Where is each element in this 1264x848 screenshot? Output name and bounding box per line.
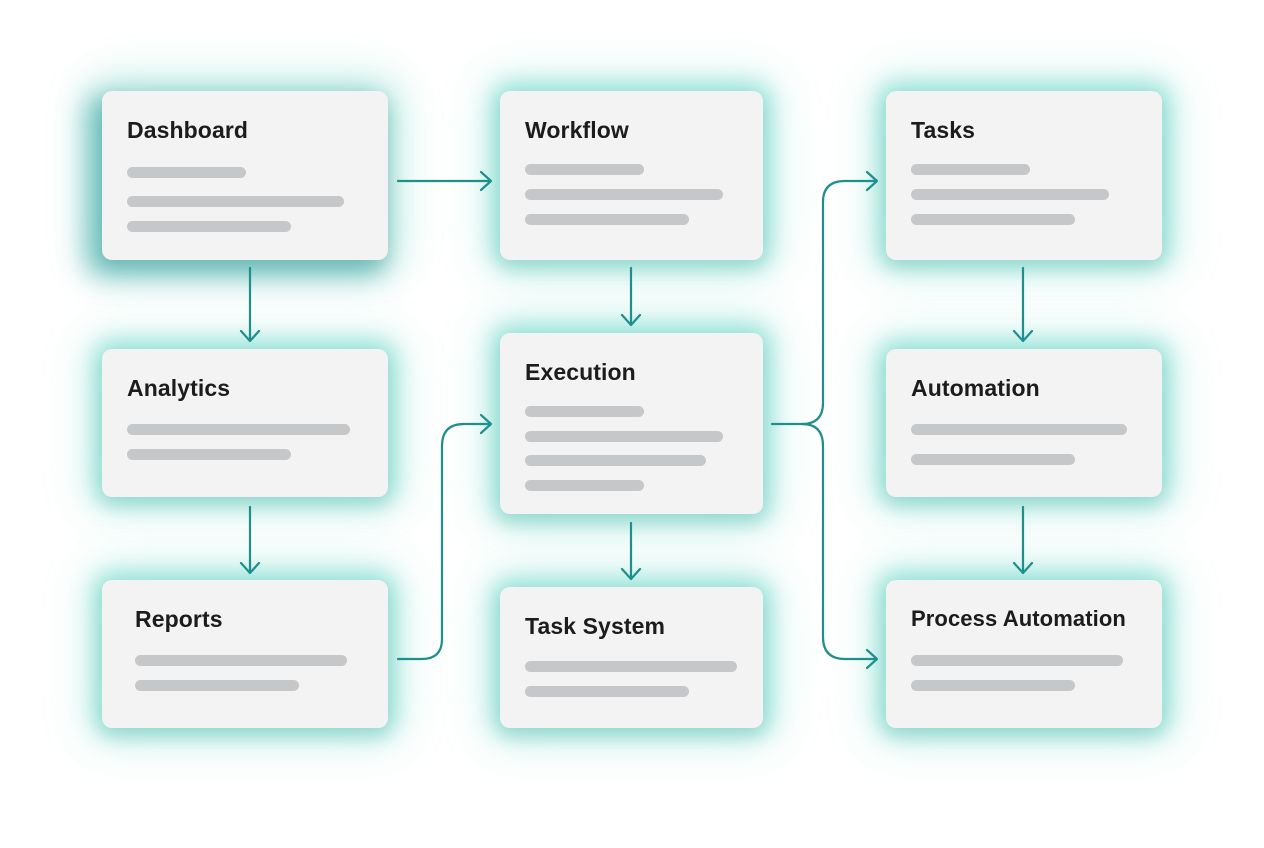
placeholder-line <box>127 167 246 178</box>
arrowhead-icon <box>239 329 261 343</box>
connector-execution-processautomation <box>800 422 878 661</box>
arrowhead-icon <box>865 648 879 670</box>
placeholder-line <box>525 686 689 697</box>
card-title: Automation <box>911 375 1040 401</box>
card-reports[interactable]: Reports <box>102 580 388 728</box>
placeholder-line <box>135 680 299 691</box>
placeholder-line <box>911 189 1109 200</box>
arrowhead-icon <box>620 567 642 581</box>
placeholder-line <box>127 221 291 232</box>
placeholder-line <box>911 214 1075 225</box>
arrowhead-icon <box>620 313 642 327</box>
card-analytics[interactable]: Analytics <box>102 349 388 497</box>
placeholder-line <box>525 189 723 200</box>
placeholder-line <box>525 480 644 491</box>
placeholder-line <box>525 455 706 466</box>
placeholder-line <box>525 406 644 417</box>
placeholder-line <box>911 655 1123 666</box>
card-tasks[interactable]: Tasks <box>886 91 1162 260</box>
placeholder-line <box>911 164 1030 175</box>
card-task-system[interactable]: Task System <box>500 587 763 728</box>
arrowhead-icon <box>1012 561 1034 575</box>
card-title: Workflow <box>525 117 629 143</box>
placeholder-line <box>525 661 737 672</box>
arrowhead-icon <box>865 170 879 192</box>
arrowhead-icon <box>1012 329 1034 343</box>
arrowhead-icon <box>479 170 493 192</box>
placeholder-line <box>127 424 350 435</box>
placeholder-line <box>127 449 291 460</box>
card-title: Tasks <box>911 117 976 143</box>
placeholder-line <box>911 424 1127 435</box>
card-dashboard[interactable]: Dashboard <box>102 91 388 260</box>
placeholder-line <box>525 431 723 442</box>
placeholder-line <box>525 164 644 175</box>
card-title: Task System <box>525 613 666 639</box>
placeholder-line <box>135 655 347 666</box>
placeholder-line <box>911 454 1075 465</box>
card-automation[interactable]: Automation <box>886 349 1162 497</box>
connector-reports-execution <box>396 422 492 661</box>
card-title: Reports <box>135 606 223 632</box>
card-workflow[interactable]: Workflow <box>500 91 763 260</box>
arrowhead-icon <box>479 413 493 435</box>
card-title: Analytics <box>127 375 231 401</box>
placeholder-line <box>127 196 344 207</box>
placeholder-line <box>525 214 689 225</box>
arrowhead-icon <box>239 561 261 575</box>
card-title: Process Automation <box>911 606 1126 631</box>
card-title: Dashboard <box>127 117 249 143</box>
connector-execution-tasks <box>770 179 878 426</box>
card-title: Execution <box>525 359 636 385</box>
placeholder-line <box>911 680 1075 691</box>
card-process-automation[interactable]: Process Automation <box>886 580 1162 728</box>
card-execution[interactable]: Execution <box>500 333 763 514</box>
